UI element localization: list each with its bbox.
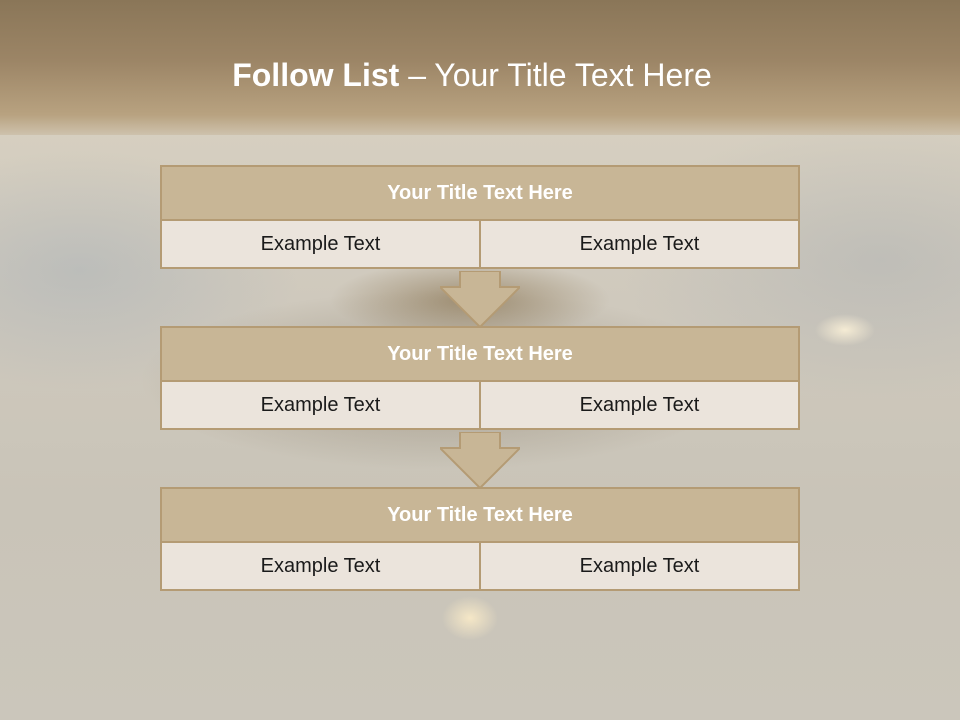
list-block-1: Your Title Text Here Example Text Exampl… <box>160 165 800 269</box>
block-cell-right: Example Text <box>479 219 800 269</box>
slide-title-bold: Follow List <box>232 57 400 93</box>
block-row: Example Text Example Text <box>160 219 800 269</box>
slide-title-rest: – Your Title Text Here <box>399 57 712 93</box>
block-cell-right: Example Text <box>479 541 800 591</box>
list-block-2: Your Title Text Here Example Text Exampl… <box>160 326 800 430</box>
block-row: Example Text Example Text <box>160 380 800 430</box>
block-cell-right: Example Text <box>479 380 800 430</box>
block-row: Example Text Example Text <box>160 541 800 591</box>
block-title: Your Title Text Here <box>160 487 800 543</box>
down-arrow-icon <box>440 271 520 327</box>
list-block-3: Your Title Text Here Example Text Exampl… <box>160 487 800 591</box>
block-cell-left: Example Text <box>160 219 481 269</box>
block-cell-left: Example Text <box>160 541 481 591</box>
down-arrow-icon <box>440 432 520 488</box>
title-band <box>0 0 960 135</box>
slide-title: Follow List – Your Title Text Here <box>0 55 944 95</box>
block-title: Your Title Text Here <box>160 165 800 221</box>
block-title: Your Title Text Here <box>160 326 800 382</box>
block-cell-left: Example Text <box>160 380 481 430</box>
